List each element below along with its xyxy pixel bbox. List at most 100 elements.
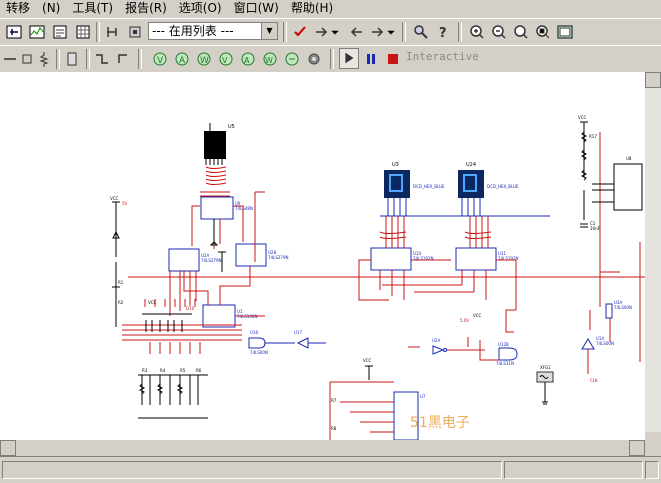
gate-u1a[interactable]: U1A 74LS00N xyxy=(581,336,614,350)
place-connector-icon[interactable] xyxy=(113,49,133,69)
database-icon[interactable] xyxy=(125,22,145,42)
ic-u9[interactable]: U9 74LS48N xyxy=(200,196,253,220)
menu-window[interactable]: 窗口(W) xyxy=(233,1,279,15)
run-simulation-button[interactable] xyxy=(339,48,359,69)
place-wire-icon[interactable] xyxy=(0,49,20,69)
netlist-icon[interactable] xyxy=(103,22,123,42)
svg-text:DCD_HEX_BLUE: DCD_HEX_BLUE xyxy=(487,184,519,189)
ic-u2a[interactable]: U2A 74LS279N xyxy=(168,248,221,272)
stop-simulation-button[interactable] xyxy=(383,49,403,69)
voltage-probe-icon[interactable]: V xyxy=(216,49,236,69)
status-bar xyxy=(0,456,661,483)
chevron-down-icon[interactable] xyxy=(330,22,340,42)
svg-text:U3A: U3A xyxy=(614,300,622,305)
svg-text:VCC: VCC xyxy=(148,300,157,305)
svg-text:W: W xyxy=(265,56,273,65)
search-icon[interactable] xyxy=(411,22,431,42)
svg-text:R2: R2 xyxy=(118,300,124,305)
in-use-list-dropdown[interactable]: --- 在用列表 ---▼ xyxy=(148,22,278,40)
transfer-icon[interactable] xyxy=(312,22,332,42)
power-probe-icon[interactable]: W xyxy=(260,49,280,69)
function-generator-xfg1[interactable]: XFG1 xyxy=(536,365,554,405)
svg-text:R8: R8 xyxy=(331,426,337,431)
label-u2b-part: 74LS279N xyxy=(268,255,288,260)
horizontal-scrollbar[interactable] xyxy=(0,440,661,456)
zoom-area-icon[interactable] xyxy=(511,22,531,42)
ammeter-icon[interactable]: A xyxy=(172,49,192,69)
component-toolbar-icon[interactable] xyxy=(4,22,24,42)
grapher-icon[interactable] xyxy=(27,22,47,42)
wattmeter-icon[interactable]: W xyxy=(194,49,214,69)
svg-text:74LS192N: 74LS192N xyxy=(498,256,518,261)
svg-text:VCC: VCC xyxy=(110,196,119,201)
svg-text:V: V xyxy=(157,56,164,66)
svg-text:U10: U10 xyxy=(413,251,421,256)
svg-text:U17: U17 xyxy=(294,330,302,335)
gate-u2a[interactable]: U2A xyxy=(432,338,447,355)
place-resistor-icon[interactable] xyxy=(34,49,54,69)
menu-help[interactable]: 帮助(H) xyxy=(290,1,334,15)
gate-u17[interactable]: U17 xyxy=(265,330,326,349)
scroll-left-icon[interactable] xyxy=(0,440,16,456)
zoom-in-icon[interactable] xyxy=(467,22,487,42)
svg-text:V: V xyxy=(222,56,228,65)
ic-u10[interactable]: U10 74LS192N xyxy=(370,247,433,271)
place-ic-icon[interactable] xyxy=(62,49,82,69)
menu-n[interactable]: (N) xyxy=(42,1,61,15)
scroll-thumb[interactable] xyxy=(645,432,661,440)
watermark-text: 51黑电子 xyxy=(410,415,470,431)
zoom-out-icon[interactable] xyxy=(489,22,509,42)
gate-u12b[interactable]: U12B 74LS11N xyxy=(496,342,518,366)
scroll-right-icon[interactable] xyxy=(629,440,645,456)
label-u2a: U2A xyxy=(201,253,209,258)
svg-text:R1: R1 xyxy=(118,280,124,285)
svg-text:74LS192N: 74LS192N xyxy=(413,256,433,261)
svg-text:U11: U11 xyxy=(498,251,506,256)
schematic-canvas[interactable]: U5 U9 74LS48N U2A 74LS279N U2B 74LS279N xyxy=(0,72,645,440)
full-screen-icon[interactable] xyxy=(555,22,575,42)
menu-transfer[interactable]: 转移 xyxy=(6,1,31,15)
help-icon[interactable]: ? xyxy=(433,22,453,42)
scroll-up-icon[interactable] xyxy=(645,72,661,88)
zoom-fit-icon[interactable] xyxy=(533,22,553,42)
label-u2a-part: 74LS279N xyxy=(201,258,221,263)
connector-u5[interactable]: U5 xyxy=(204,123,235,165)
interactive-mode-label[interactable]: Interactive xyxy=(406,50,479,63)
svg-text:74LS00N: 74LS00N xyxy=(596,341,614,346)
svg-text:A: A xyxy=(179,56,186,66)
erc-check-icon[interactable] xyxy=(290,22,310,42)
ic-u7[interactable]: U7 xyxy=(393,391,426,440)
place-source-icon[interactable] xyxy=(17,49,37,69)
gate-u3a[interactable]: U3A 74LS00N xyxy=(605,300,632,319)
ic-u8[interactable]: U8 xyxy=(613,156,643,211)
svg-text:W: W xyxy=(200,56,209,66)
chevron-down-icon[interactable]: ▼ xyxy=(261,23,277,39)
menu-tools[interactable]: 工具(T) xyxy=(72,1,114,15)
spreadsheet-icon[interactable] xyxy=(73,22,93,42)
differential-probe-icon[interactable] xyxy=(282,49,302,69)
current-probe-icon[interactable]: A xyxy=(238,49,258,69)
ic-u2b[interactable]: U2B 74LS279N xyxy=(235,243,288,267)
svg-text:74LS00N: 74LS00N xyxy=(614,305,632,310)
voltmeter-icon[interactable]: V xyxy=(150,49,170,69)
svg-text:R17: R17 xyxy=(589,134,597,139)
vertical-scrollbar[interactable] xyxy=(645,72,661,440)
svg-text:5.0V: 5.0V xyxy=(460,318,469,323)
svg-text:U24: U24 xyxy=(466,162,476,168)
main-toolbar: --- 在用列表 ---▼ ? xyxy=(0,18,661,46)
pause-simulation-button[interactable] xyxy=(361,49,381,69)
menu-options[interactable]: 选项(O) xyxy=(178,1,222,15)
svg-text:C1: C1 xyxy=(590,221,596,226)
svg-text:74LS11N: 74LS11N xyxy=(496,361,514,366)
ic-u11[interactable]: U11 74LS192N xyxy=(455,247,518,271)
place-bus-icon[interactable] xyxy=(92,49,112,69)
gear-icon[interactable] xyxy=(304,49,324,69)
svg-text:VCC: VCC xyxy=(363,358,372,363)
svg-text:10nF: 10nF xyxy=(590,226,601,231)
menu-reports[interactable]: 报告(R) xyxy=(125,1,167,15)
back-annotate-icon[interactable] xyxy=(346,22,366,42)
svg-text:5V: 5V xyxy=(122,201,128,206)
description-icon[interactable] xyxy=(50,22,70,42)
forward-annotate-icon[interactable] xyxy=(368,22,388,42)
chevron-down-icon[interactable] xyxy=(386,22,396,42)
